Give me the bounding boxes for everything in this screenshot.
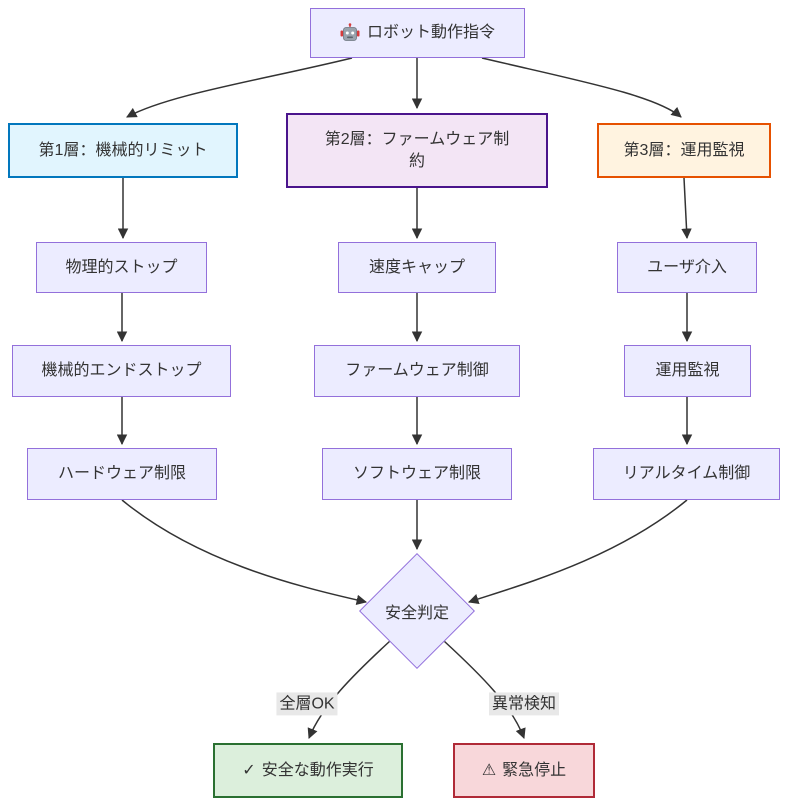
node-robot-command-label: ロボット動作指令 bbox=[366, 24, 495, 42]
node-robot-command: ロボット動作指令 bbox=[310, 8, 525, 58]
node-mechanical-endstop-label: 機械的エンドストップ bbox=[41, 362, 202, 380]
node-user-intervention-label: ユーザ介入 bbox=[647, 258, 727, 276]
node-software-limit-label: ソフトウェア制限 bbox=[352, 465, 481, 483]
edge-root-layer1 bbox=[126, 57, 353, 118]
node-realtime-control: リアルタイム制御 bbox=[593, 448, 780, 500]
node-layer2-firmware-constraint: 第2層：ファームウェア制約 bbox=[286, 113, 548, 188]
node-safe-execution: ✓ 安全な動作実行 bbox=[213, 743, 403, 798]
node-speed-cap: 速度キャップ bbox=[338, 242, 496, 293]
edge-hardware-limit-decision bbox=[121, 499, 368, 606]
node-layer3-operation-monitoring: 第3層：運用監視 bbox=[597, 123, 771, 178]
node-hardware-limit: ハードウェア制限 bbox=[27, 448, 217, 500]
node-layer3-label: 第3層：運用監視 bbox=[623, 141, 745, 159]
edge-decision-safe-exec bbox=[307, 640, 391, 739]
edge-label-all-ok: 全層OK bbox=[276, 692, 338, 716]
node-safe-execution-label: 安全な動作実行 bbox=[261, 761, 374, 779]
node-operation-monitoring: 運用監視 bbox=[624, 345, 751, 397]
node-layer2-label: 第2層：ファームウェア制約 bbox=[324, 130, 510, 170]
edge-realtime-control-decision bbox=[468, 499, 688, 604]
node-firmware-control-label: ファームウェア制御 bbox=[345, 362, 489, 380]
node-software-limit: ソフトウェア制限 bbox=[322, 448, 512, 500]
edge-layer3-user-intervention bbox=[681, 177, 692, 240]
edge-label-anomaly: 異常検知 bbox=[488, 692, 560, 716]
node-firmware-control: ファームウェア制御 bbox=[314, 345, 520, 397]
node-layer1-mechanical-limit: 第1層：機械的リミット bbox=[8, 123, 238, 178]
decision-safety-judgment-label: 安全判定 bbox=[384, 605, 450, 622]
node-hardware-limit-label: ハードウェア制限 bbox=[57, 465, 186, 483]
edge-root-layer3 bbox=[481, 57, 682, 118]
robot-icon bbox=[340, 23, 360, 43]
node-emergency-stop-label: 緊急停止 bbox=[502, 761, 567, 779]
check-icon: ✓ bbox=[242, 761, 256, 779]
node-physical-stop: 物理的ストップ bbox=[36, 242, 207, 293]
node-layer1-label: 第1層：機械的リミット bbox=[38, 141, 208, 159]
node-emergency-stop: ⚠ 緊急停止 bbox=[453, 743, 595, 798]
node-realtime-control-label: リアルタイム制御 bbox=[622, 465, 751, 483]
edge-decision-emergency-stop bbox=[443, 640, 526, 739]
node-speed-cap-label: 速度キャップ bbox=[368, 258, 465, 276]
node-operation-monitoring-label: 運用監視 bbox=[655, 362, 720, 380]
node-mechanical-endstop: 機械的エンドストップ bbox=[12, 345, 231, 397]
node-user-intervention: ユーザ介入 bbox=[617, 242, 757, 293]
node-physical-stop-label: 物理的ストップ bbox=[65, 258, 178, 276]
warning-icon: ⚠ bbox=[481, 761, 497, 779]
